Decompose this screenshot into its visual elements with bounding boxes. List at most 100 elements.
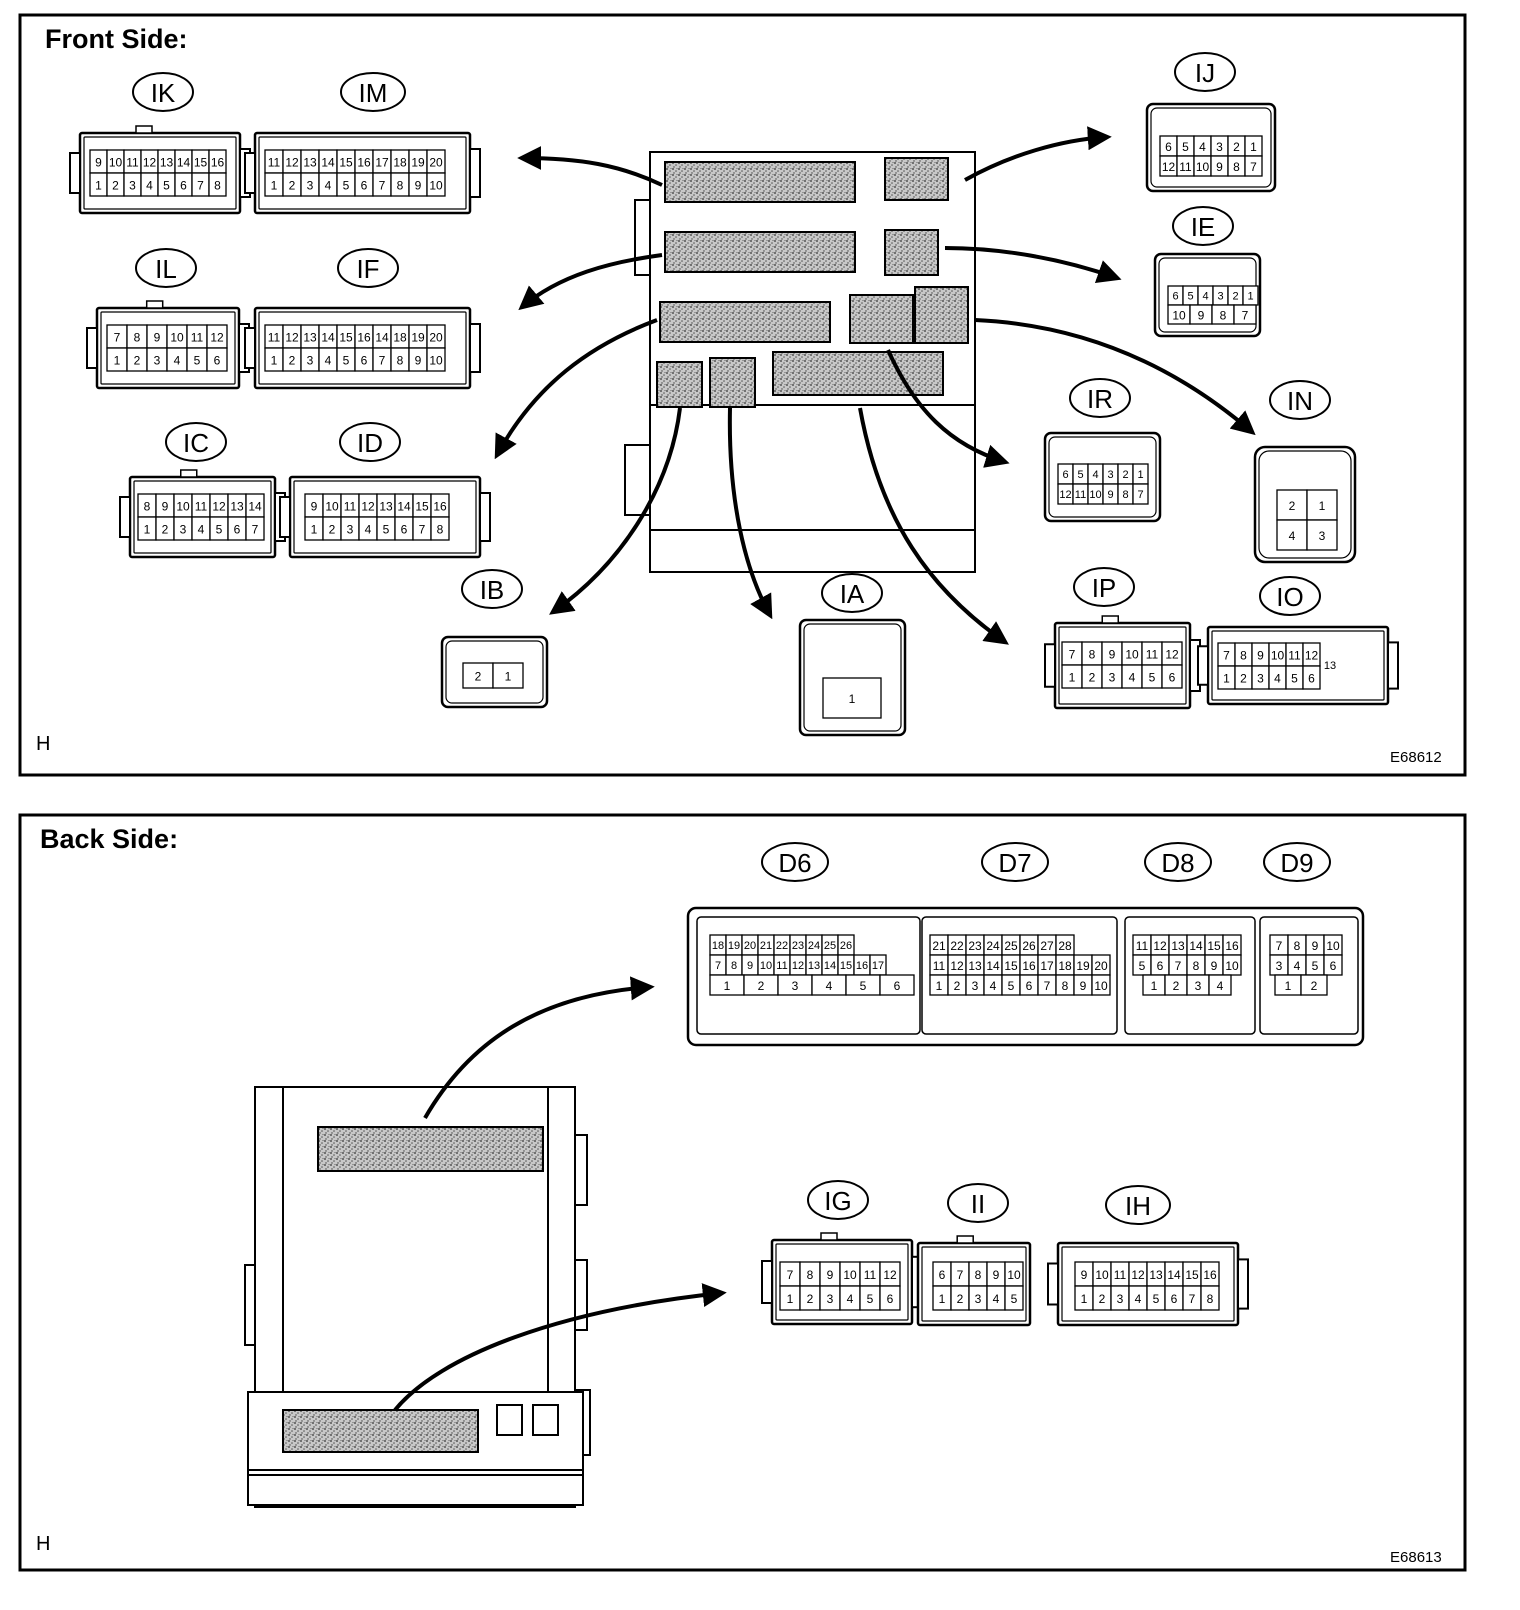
pin-number: 13 <box>379 500 393 514</box>
connector-id-d7: D7 <box>981 842 1049 882</box>
pin-cell <box>208 172 227 197</box>
back-figure-code: E68613 <box>1390 1549 1442 1566</box>
pin-cell <box>1306 489 1338 521</box>
pin-number: 12 <box>210 331 224 345</box>
pin-number: 7 <box>1137 489 1143 501</box>
pin-number: 6 <box>180 179 187 193</box>
pin-number: 12 <box>1162 160 1176 174</box>
pin-number: 14 <box>321 331 335 345</box>
pin-number: 11 <box>1114 1268 1127 1282</box>
front-panel-title: Front Side: <box>45 24 188 54</box>
connector-id-ie: IE <box>1172 206 1234 246</box>
pin-number: 11 <box>191 331 204 345</box>
pin-number: 12 <box>361 500 375 514</box>
pin-number: 11 <box>268 331 281 345</box>
pin-number: 9 <box>162 500 169 514</box>
pin-number: 3 <box>1117 1292 1124 1306</box>
pin-number: 17 <box>872 960 884 972</box>
pin-number: 1 <box>724 979 731 993</box>
pin-number: 3 <box>1217 291 1223 303</box>
pin-number: 3 <box>307 179 314 193</box>
pin-number: 8 <box>731 960 737 972</box>
pin-number: 21 <box>932 939 946 953</box>
pin-number: 16 <box>211 156 225 170</box>
pin-number: 24 <box>986 939 1000 953</box>
back-panel-title: Back Side: <box>40 824 178 854</box>
pin-cell <box>1233 304 1257 325</box>
pin-number: 8 <box>1207 1292 1214 1306</box>
pin-number: 4 <box>1199 140 1206 154</box>
pin-number: 19 <box>411 156 425 170</box>
pin-number: 3 <box>129 179 136 193</box>
pin-number: 8 <box>1220 309 1227 323</box>
pin-number: 19 <box>1076 959 1090 973</box>
connector-id-text: ID <box>357 428 383 458</box>
pin-number: 1 <box>1319 499 1326 513</box>
pin-number: 15 <box>194 156 208 170</box>
connector-id-text: D8 <box>1161 848 1194 878</box>
pin-number: 2 <box>1232 291 1238 303</box>
pin-number: 28 <box>1058 939 1072 953</box>
pin-number: 3 <box>154 354 161 368</box>
pin-number: 5 <box>1312 959 1319 973</box>
pin-number: 11 <box>1288 649 1301 663</box>
pin-number: 25 <box>1004 939 1018 953</box>
connector-id-text: D9 <box>1280 848 1313 878</box>
pin-number: 5 <box>216 523 223 537</box>
pin-number: 1 <box>505 670 512 684</box>
pin-number: 8 <box>975 1268 982 1282</box>
pin-number: 9 <box>154 331 161 345</box>
pin-number: 11 <box>776 960 787 972</box>
pin-number: 2 <box>1311 979 1318 993</box>
pin-number: 11 <box>1146 648 1159 662</box>
pin-number: 11 <box>864 1268 877 1282</box>
pin-number: 8 <box>397 354 404 368</box>
connector-id-text: IB <box>480 575 505 605</box>
pin-number: 4 <box>325 354 332 368</box>
connector-id-ir: IR <box>1069 378 1131 418</box>
pin-number: 22 <box>950 939 964 953</box>
pin-number: 16 <box>357 331 371 345</box>
pin-number: 9 <box>827 1268 834 1282</box>
connector-id-text: IL <box>155 254 177 284</box>
pin-number: 1 <box>95 179 102 193</box>
pin-number: 13 <box>808 960 820 972</box>
pin-number: 6 <box>939 1268 946 1282</box>
pin-number: 20 <box>744 940 756 952</box>
connector-id-text: IG <box>824 1186 851 1216</box>
pin-number: 18 <box>393 156 407 170</box>
pin-number: 8 <box>1062 979 1069 993</box>
connector-id-text: IR <box>1087 384 1113 414</box>
pin-number: 4 <box>993 1292 1000 1306</box>
connector-id-ic: IC <box>165 422 227 462</box>
pin-number: 4 <box>325 179 332 193</box>
pin-number: 13 <box>303 156 317 170</box>
pin-cell <box>1302 665 1321 690</box>
pin-number: 8 <box>1240 649 1247 663</box>
connector-id-io: IO <box>1259 576 1321 616</box>
pin-number: 1 <box>1250 140 1257 154</box>
pin-number: 15 <box>1004 959 1018 973</box>
pin-number: 7 <box>1069 648 1076 662</box>
pin-number: 3 <box>1107 469 1113 481</box>
pin-number: 8 <box>1089 648 1096 662</box>
pin-number: 24 <box>808 940 820 952</box>
pin-number: 7 <box>1223 649 1230 663</box>
pin-number: 4 <box>198 523 205 537</box>
pin-number: 11 <box>1179 160 1192 174</box>
pin-number: 8 <box>437 523 444 537</box>
pin-number: 2 <box>758 979 765 993</box>
pin-cell <box>462 662 494 689</box>
pin-number: 5 <box>163 179 170 193</box>
pin-number: 1 <box>1223 672 1230 686</box>
front-figure-code: E68612 <box>1390 749 1442 766</box>
pin-number: 6 <box>214 354 221 368</box>
pin-number: 3 <box>1195 979 1202 993</box>
pin-number: 15 <box>339 331 353 345</box>
back-corner-mark: H <box>36 1533 50 1555</box>
pin-cell <box>206 347 228 372</box>
pin-number: 5 <box>860 979 867 993</box>
